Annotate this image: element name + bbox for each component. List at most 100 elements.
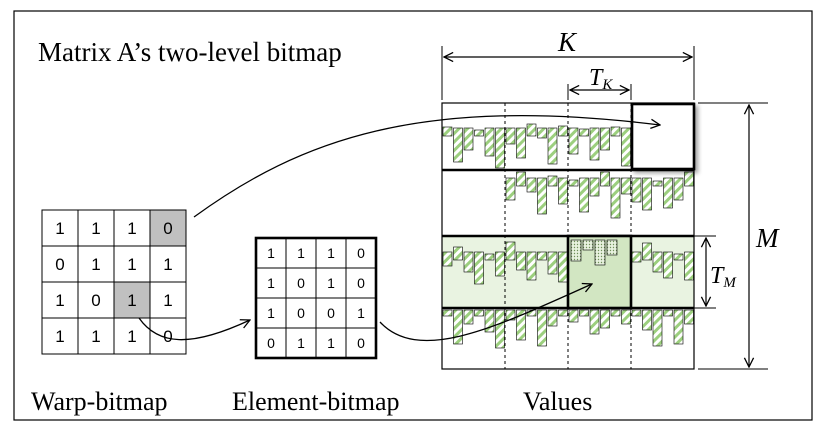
warp-bitmap-cell: [113, 281, 151, 319]
value-bar: [495, 251, 505, 277]
value-bar: [526, 251, 537, 281]
value-bar: [442, 251, 453, 267]
value-bar: [516, 309, 526, 341]
element-bitmap-value: 0: [267, 335, 275, 351]
value-bar: [663, 251, 673, 279]
value-bar: [463, 251, 474, 273]
value-bar: [537, 177, 547, 215]
values-matrix: [441, 102, 696, 370]
warp-bitmap-value: 1: [127, 255, 136, 274]
value-bar: [663, 309, 673, 317]
warp-bitmap-value: 0: [91, 291, 100, 310]
value-bar: [610, 177, 621, 219]
value-bar: [537, 251, 547, 261]
value-bar: [484, 309, 495, 333]
warp-bitmap-value: 0: [55, 255, 64, 274]
value-bar: [558, 309, 568, 317]
warp-to-element-bitmap-arrow: [138, 317, 250, 341]
element-bitmap-value: 0: [297, 305, 305, 321]
warp-bitmap-value: 0: [163, 219, 172, 238]
m-label: M: [755, 223, 780, 253]
value-bar: [558, 251, 568, 283]
value-bar: [579, 128, 589, 137]
element-bitmap-label: Element-bitmap: [232, 387, 400, 416]
value-bar: [474, 309, 484, 317]
element-bitmap-value: 1: [357, 305, 365, 321]
value-bar: [684, 309, 694, 325]
element-bitmap-value: 1: [327, 335, 335, 351]
value-bar: [495, 309, 505, 349]
value-bar: [495, 127, 505, 169]
value-bar: [600, 127, 610, 151]
value-bar: [589, 309, 600, 335]
value-bar: [642, 177, 652, 211]
value-bar: [474, 251, 484, 285]
value-bar: [610, 126, 621, 137]
value-bar: [474, 129, 484, 137]
tm-dimension: TM: [694, 235, 737, 309]
value-bar: [568, 309, 579, 323]
value-bar: [516, 171, 526, 187]
element-bitmap-value: 0: [357, 245, 365, 261]
warp-bitmap-value: 1: [55, 327, 64, 346]
selected-tile-bars: [570, 239, 618, 266]
value-bar: [673, 253, 684, 261]
element-bitmap-value: 1: [327, 245, 335, 261]
warp-bitmap-value: 1: [127, 219, 136, 238]
value-bar: [600, 309, 610, 329]
value-bar: [600, 171, 610, 187]
value-bar: [589, 177, 600, 197]
value-bar: [568, 127, 579, 155]
value-bar: [442, 126, 453, 137]
warp-bitmap-cell: [41, 317, 79, 355]
tm-label: TM: [710, 263, 737, 291]
value-bar: [547, 175, 558, 187]
value-bar: [610, 309, 621, 317]
value-bar: [547, 127, 558, 165]
warp-bitmap-value: 1: [91, 255, 100, 274]
warp-bitmap-cell: [149, 317, 187, 355]
value-bar: [516, 127, 526, 159]
value-bar: [463, 309, 474, 325]
element-bitmap-value: 0: [357, 275, 365, 291]
value-bar: [642, 242, 652, 261]
element-bitmap-cell: [345, 327, 377, 359]
value-bar: [642, 309, 652, 331]
element-bitmap-value: 1: [297, 245, 305, 261]
value-bar: [558, 125, 568, 137]
element-bitmap-value: 1: [327, 275, 335, 291]
value-bar: [579, 177, 589, 213]
warp-bitmap-value: 0: [163, 327, 172, 346]
value-bar: [684, 251, 694, 281]
value-bar: [579, 309, 589, 317]
value-bar: [547, 251, 558, 275]
value-bar: [652, 251, 663, 273]
warp-bitmap-cell: [113, 245, 151, 283]
value-bar: [516, 251, 526, 271]
value-bar: [537, 309, 547, 347]
warp-bitmap-cell: [77, 245, 115, 283]
value-bar: [631, 251, 642, 263]
warp-bitmap-value: 1: [55, 219, 64, 238]
value-bar: [505, 241, 516, 261]
warp-bitmap-cell: [149, 245, 187, 283]
values-label: Values: [523, 387, 592, 416]
value-bar: [442, 309, 453, 317]
warp-bitmap-value: 1: [91, 219, 100, 238]
warp-bitmap-value: 1: [91, 327, 100, 346]
empty-warp-tile: [630, 102, 696, 171]
value-bar: [453, 309, 463, 345]
value-bar: [505, 127, 516, 145]
value-bar: [631, 309, 642, 317]
warp-bitmap-cell: [149, 209, 187, 247]
value-bar: [673, 309, 684, 345]
value-bar: [526, 123, 537, 137]
outer-frame: [13, 10, 813, 421]
value-bar: [558, 177, 568, 205]
element-bitmap-value: 1: [267, 275, 275, 291]
value-bar: [505, 177, 516, 201]
element-bitmap-value: 0: [357, 335, 365, 351]
